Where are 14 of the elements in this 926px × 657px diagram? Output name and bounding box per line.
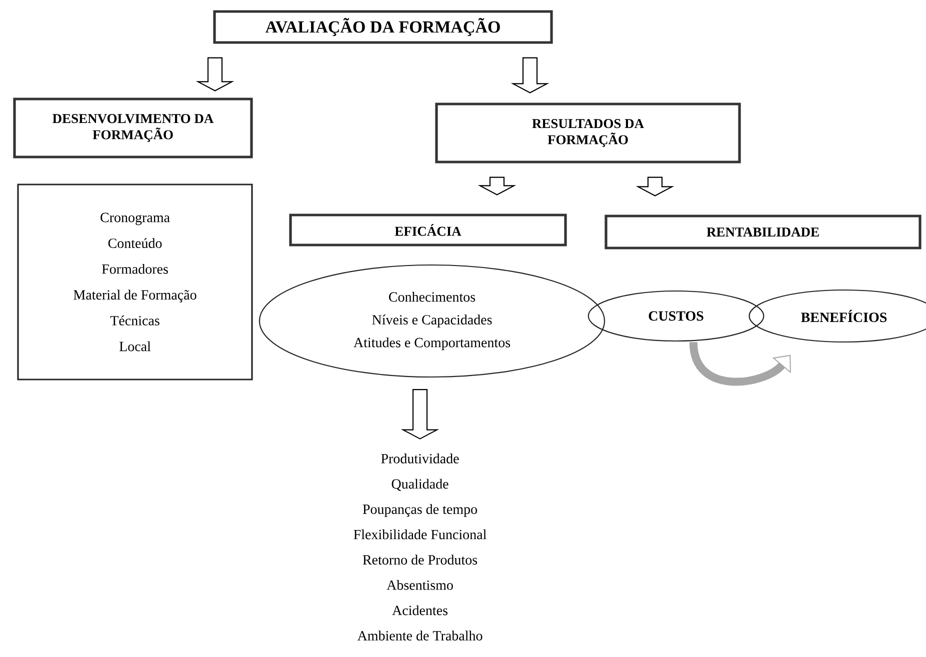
- list-box: Cronograma Conteúdo Formadores Material de Formação Técnicas Local: [17, 184, 253, 380]
- heading-box: EFICÁCIA: [289, 214, 567, 246]
- heading-box: RESULTADOS DA FORMAÇÃO: [435, 102, 741, 164]
- arrow: [636, 176, 674, 196]
- heading-box: DESENVOLVIMENTO DA FORMAÇÃO: [13, 98, 253, 158]
- text-list: Produtividade Qualidade Poupanças de tempo Flexibilidade Funcional Retorno de Produtos Absentismo Acidentes Ambiente de Trabalho: [354, 454, 486, 640]
- arrow: [478, 176, 516, 196]
- arrow: [510, 57, 550, 94]
- title-box: AVALIAÇÃO DA FORMAÇÃO: [213, 10, 553, 44]
- arrow: [196, 57, 234, 92]
- ellipse-node: Conhecimentos Níveis e Capacidades Atitudes e Comportamentos: [258, 264, 606, 378]
- ellipse-node: CUSTOS: [588, 290, 764, 342]
- arrow: [400, 389, 440, 440]
- heading-box: RENTABILIDADE: [604, 214, 922, 250]
